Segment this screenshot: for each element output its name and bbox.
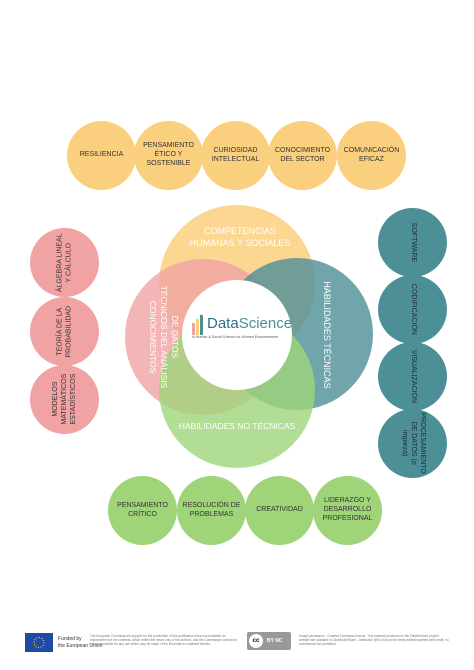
skill-resiliencia: RESILIENCIA <box>67 121 136 190</box>
skill-creatividad: CREATIVIDAD <box>245 476 314 545</box>
venn-label-top-1: COMPETENCIAS <box>204 226 276 236</box>
skill-software: SOFTWARE <box>378 208 447 277</box>
venn-label-bottom: HABILIDADES NO TÉCNICAS <box>179 421 296 431</box>
skill-resolucion: RESOLUCIÓN DE PROBLEMAS <box>177 476 246 545</box>
cc-license-badge: cc BY NC <box>247 632 291 650</box>
venn-center <box>182 280 292 390</box>
skill-pensamiento-etico: PENSAMIENTO ÉTICO Y SOSTENIBLE <box>134 121 203 190</box>
footer-license: Usage permission - Creative Commons lice… <box>299 634 449 647</box>
skill-comunicacion: COMUNICACIÓN EFICAZ <box>337 121 406 190</box>
skill-modelos: MODELOS MATEMÁTICOS ESTADÍSTICOS <box>30 365 99 434</box>
eu-flag <box>25 633 53 652</box>
venn-label-top-2: HUMANAS Y SOCIALES <box>190 238 291 248</box>
skill-pensamiento-critico: PENSAMIENTO CRÍTICO <box>108 476 177 545</box>
logo-bars-icon <box>192 315 203 335</box>
datascience-logo: DataScience in Human & Social Science fo… <box>190 315 293 355</box>
skill-visualizacion: VISUALIZACIÓN <box>378 342 447 411</box>
eu-funding-text: Funded by the European Union <box>58 636 103 649</box>
logo-brand-science: Science <box>238 315 293 332</box>
skill-codificacion: CODIFICACIÓN <box>378 275 447 344</box>
footer-disclaimer: The European Commission's support for th… <box>90 634 237 647</box>
venn-label-left-1: CONOCIMIENTOS <box>148 301 158 374</box>
cc-icon: cc <box>249 634 263 648</box>
skill-conocimiento-sector: CONOCIMIENTO DEL SECTOR <box>268 121 337 190</box>
skill-curiosidad: CURIOSIDAD INTELECTUAL <box>201 121 270 190</box>
skill-probabilidad: TEORÍA DE LA PROBABILIDAD <box>30 297 99 366</box>
venn-label-left-2: TÉCNICOS DEL ANÁLISIS <box>159 286 169 389</box>
venn-label-right: HABILIDADES TÉCNICAS <box>322 281 332 388</box>
skill-liderazgo: LIDERAZGO Y DESARROLLO PROFESIONAL <box>313 476 382 545</box>
skill-algebra: ÁLGEBRA LINEAL Y CÁLCULO <box>30 228 99 297</box>
venn-label-left-3: DE DATOS <box>170 316 180 359</box>
logo-brand-data: Data <box>207 315 239 332</box>
logo-tagline: in Human & Social Science for Women Empo… <box>192 335 279 339</box>
eu-stars-icon <box>33 636 45 649</box>
skill-procesamiento: PROCESAMIENTO DE DATOS (o impieza) <box>378 409 447 478</box>
